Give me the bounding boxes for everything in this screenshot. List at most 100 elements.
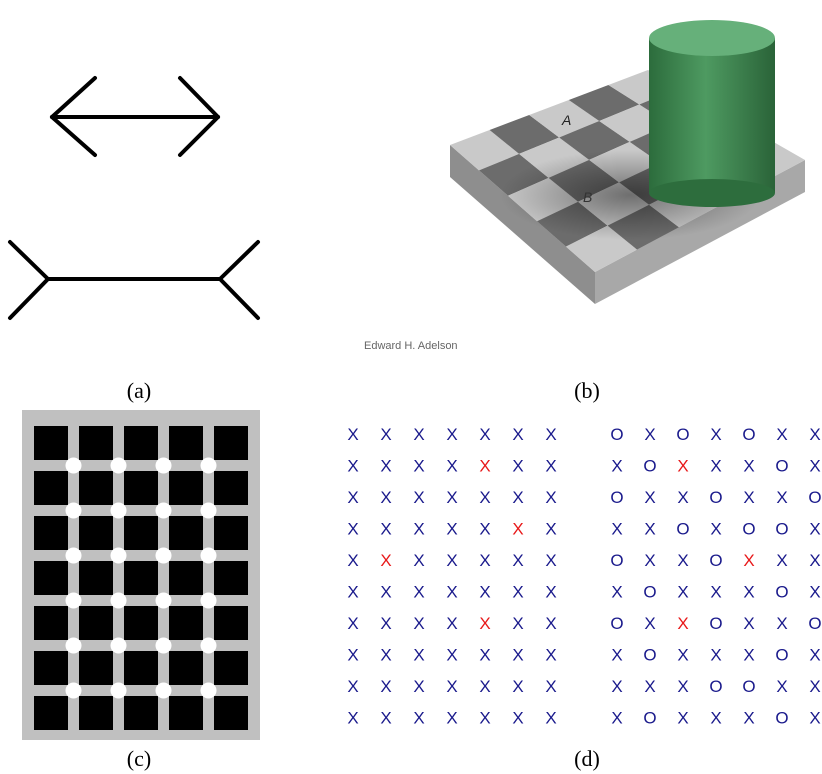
intersection-dot	[155, 547, 172, 564]
right-grid-letter: X	[809, 646, 820, 665]
grid-square	[79, 696, 113, 730]
right-grid-letter: O	[610, 614, 623, 633]
caption-c: (c)	[126, 746, 152, 771]
left-grid-letter: X	[446, 583, 457, 602]
left-grid-letter: X	[413, 709, 424, 728]
left-grid-letter: X	[545, 457, 556, 476]
left-grid-letter: X	[545, 677, 556, 696]
left-grid-letter: X	[380, 709, 391, 728]
right-grid-letter: X	[809, 677, 820, 696]
right-grid-letter: X	[776, 488, 787, 507]
left-grid-letter: X	[413, 488, 424, 507]
left-grid-letter: X	[479, 457, 490, 476]
right-grid-letter: X	[776, 677, 787, 696]
left-grid-letter: X	[380, 614, 391, 633]
right-grid-letter: X	[710, 520, 721, 539]
right-grid-letter: O	[610, 551, 623, 570]
caption-a: (a)	[126, 378, 152, 403]
right-grid-letter: X	[776, 614, 787, 633]
image-credit: Edward H. Adelson	[364, 340, 458, 352]
left-grid-letter: X	[446, 646, 457, 665]
left-grid-letter: X	[413, 520, 424, 539]
right-grid-letter: X	[644, 614, 655, 633]
intersection-dot	[65, 547, 82, 564]
intersection-dot	[110, 547, 127, 564]
right-grid-letter: X	[743, 457, 754, 476]
intersection-dot	[200, 547, 217, 564]
right-grid-letter: O	[775, 520, 788, 539]
intersection-dot	[110, 457, 127, 474]
right-grid-letter: X	[743, 614, 754, 633]
checker-square	[450, 130, 520, 171]
left-grid-letter: X	[380, 457, 391, 476]
right-grid-letter: O	[742, 520, 755, 539]
left-grid-letter: X	[512, 677, 523, 696]
left-grid-letter: X	[512, 488, 523, 507]
right-grid-letter: X	[743, 709, 754, 728]
left-grid-letter: X	[446, 488, 457, 507]
grid-square	[79, 606, 113, 640]
right-grid-letter: X	[809, 457, 820, 476]
intersection-dot	[155, 502, 172, 519]
left-grid-letter: X	[545, 551, 556, 570]
right-grid-letter: X	[611, 457, 622, 476]
right-grid-letter: X	[677, 457, 688, 476]
right-grid-letter: X	[710, 709, 721, 728]
grid-square	[79, 471, 113, 505]
right-grid-letter: X	[710, 425, 721, 444]
right-grid-letter: O	[775, 709, 788, 728]
right-grid-letter: X	[809, 520, 820, 539]
left-grid-letter: X	[479, 583, 490, 602]
right-grid-letter: X	[809, 425, 820, 444]
grid-square	[34, 606, 68, 640]
intersection-dot	[65, 457, 82, 474]
grid-square	[124, 606, 158, 640]
intersection-dot	[65, 637, 82, 654]
grid-square	[34, 696, 68, 730]
grid-square	[169, 426, 203, 460]
left-grid-letter: X	[545, 646, 556, 665]
grid-square	[214, 561, 248, 595]
right-grid-letter: O	[808, 488, 821, 507]
left-grid-letter: X	[347, 457, 358, 476]
grid-square	[214, 696, 248, 730]
right-grid-letter: O	[643, 457, 656, 476]
right-grid-letter: X	[677, 646, 688, 665]
left-grid-letter: X	[380, 583, 391, 602]
right-grid-letter: X	[743, 583, 754, 602]
right-grid-letter: O	[676, 520, 689, 539]
bottom-left-fin	[8, 240, 50, 281]
intersection-dot	[65, 682, 82, 699]
grid-square	[34, 651, 68, 685]
left-grid-letter: X	[545, 614, 556, 633]
grid-square	[214, 651, 248, 685]
left-grid-letter: X	[479, 709, 490, 728]
left-grid-letter: X	[347, 709, 358, 728]
left-grid-letter: X	[512, 583, 523, 602]
left-grid-letter: X	[512, 520, 523, 539]
right-grid-letter: X	[809, 551, 820, 570]
left-grid-letter: X	[446, 457, 457, 476]
right-grid-letter: X	[611, 646, 622, 665]
left-grid-letter: X	[347, 488, 358, 507]
right-grid-letter: O	[808, 614, 821, 633]
right-grid-letter: X	[611, 520, 622, 539]
grid-square	[79, 516, 113, 550]
right-grid-letter: X	[710, 457, 721, 476]
left-grid-letter: X	[446, 677, 457, 696]
right-grid-letter: O	[643, 646, 656, 665]
right-grid-letter: O	[709, 551, 722, 570]
left-grid-letter: X	[380, 646, 391, 665]
right-grid-letter: O	[775, 646, 788, 665]
left-grid-letter: X	[413, 677, 424, 696]
right-grid-letter: X	[776, 425, 787, 444]
right-grid-letter: X	[644, 677, 655, 696]
right-grid-letter: O	[709, 677, 722, 696]
intersection-dot	[155, 637, 172, 654]
left-grid-letter: X	[347, 583, 358, 602]
grid-square	[124, 561, 158, 595]
left-grid-letter: X	[479, 614, 490, 633]
left-grid-letter: X	[446, 425, 457, 444]
grid-square	[214, 471, 248, 505]
left-grid-letter: X	[380, 520, 391, 539]
